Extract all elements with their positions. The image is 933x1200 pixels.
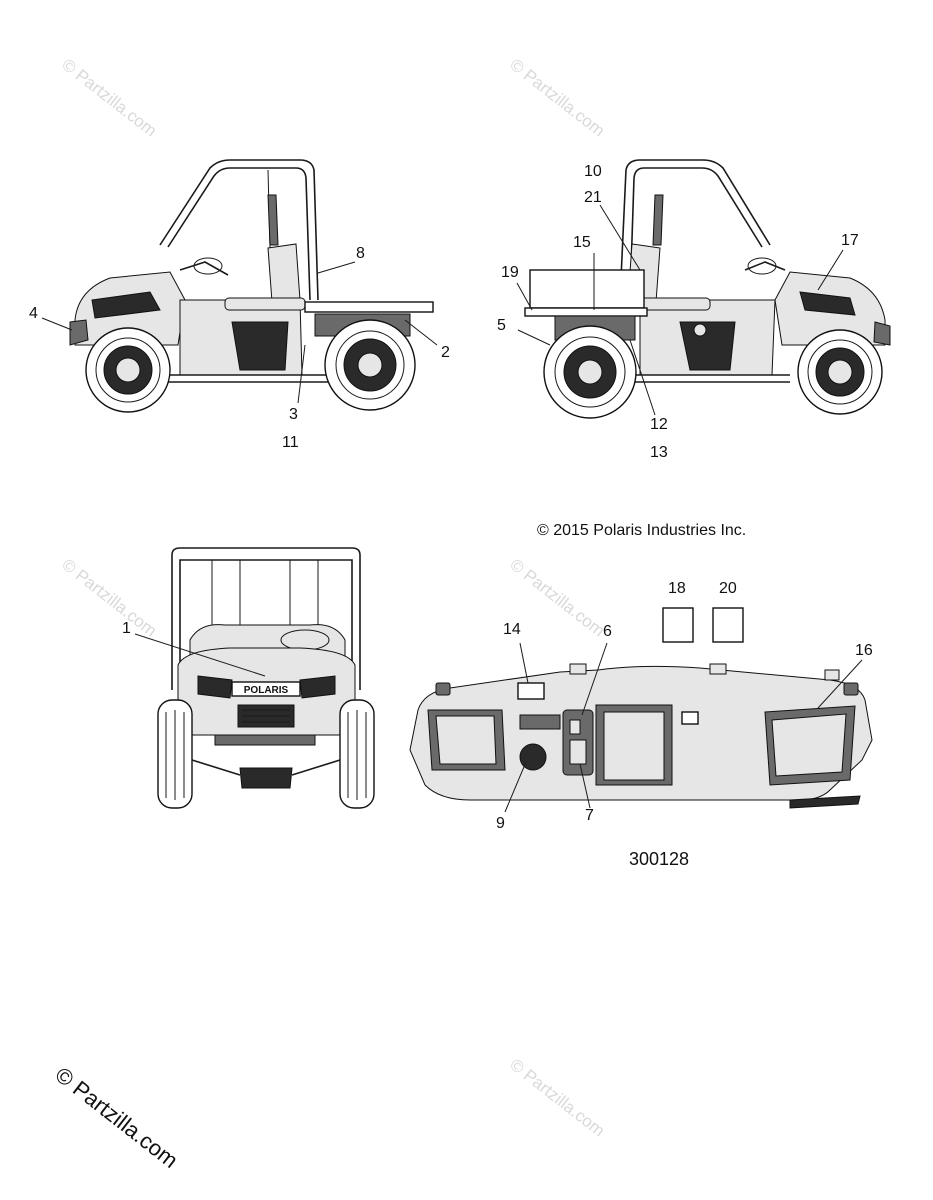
dashboard-view [409,642,873,813]
drawing-number: 300128 [629,849,690,869]
callout-17[interactable]: 17 [841,232,859,249]
decal-18 [662,607,694,643]
callout-5[interactable]: 5 [497,317,506,334]
callout-7[interactable]: 7 [585,807,594,824]
callout-18[interactable]: 18 [668,580,686,597]
callout-15[interactable]: 15 [573,234,591,251]
callout-20[interactable]: 20 [719,580,737,597]
callout-8[interactable]: 8 [356,245,365,262]
callout-11[interactable]: 11 [282,434,299,451]
callout-13[interactable]: 13 [650,444,668,461]
vehicle-left-side-view [41,159,438,413]
callout-2[interactable]: 2 [441,344,450,361]
callout-3[interactable]: 3 [289,406,298,423]
copyright-text: © 2015 Polaris Industries Inc. [537,522,747,539]
callout-12[interactable]: 12 [650,416,668,433]
callout-1[interactable]: 1 [122,620,131,637]
callout-21[interactable]: 21 [584,189,602,206]
callout-9[interactable]: 9 [496,815,505,832]
callout-10[interactable]: 10 [584,163,602,180]
polaris-logo: POLARIS [244,685,289,696]
vehicle-right-side-view [516,159,891,419]
vehicle-front-view: POLARIS [134,547,375,809]
callout-19[interactable]: 19 [501,264,519,281]
callout-14[interactable]: 14 [503,621,521,638]
decal-20 [712,607,744,643]
callout-4[interactable]: 4 [29,305,38,322]
callout-6[interactable]: 6 [603,623,612,640]
callout-16[interactable]: 16 [855,642,873,659]
